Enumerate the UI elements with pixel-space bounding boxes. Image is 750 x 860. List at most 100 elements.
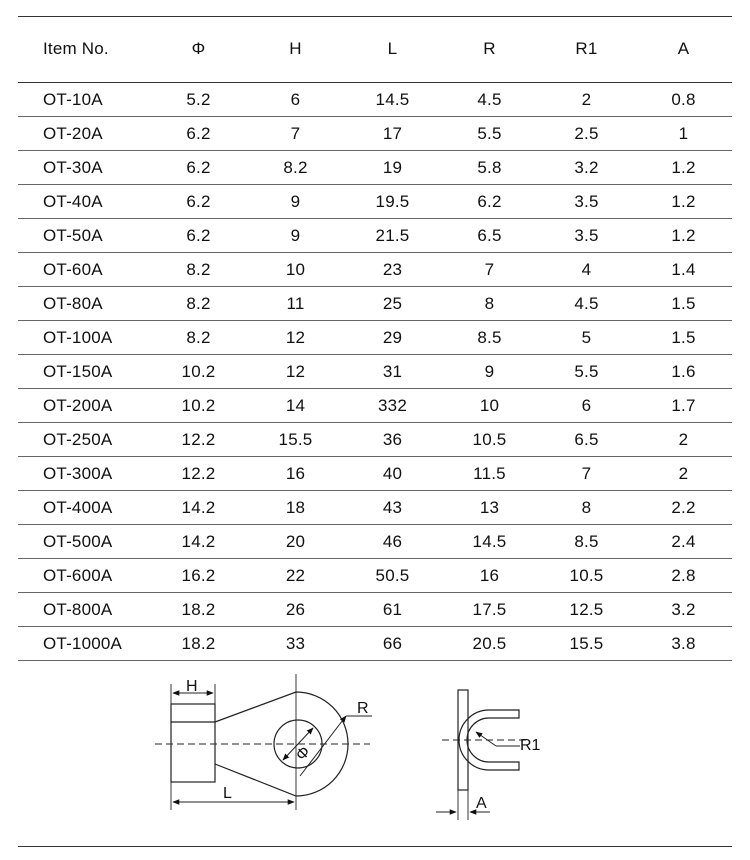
value-cell: 6 xyxy=(247,82,344,117)
value-cell: 15.5 xyxy=(538,626,635,661)
value-cell: 4.5 xyxy=(538,286,635,321)
value-cell: 8.2 xyxy=(150,286,247,321)
value-cell: 10 xyxy=(441,388,538,423)
value-cell: 13 xyxy=(441,490,538,525)
value-cell: 15.5 xyxy=(247,422,344,457)
value-cell: 1.4 xyxy=(635,252,732,287)
item-no-cell: OT-600A xyxy=(18,558,150,593)
label-l: L xyxy=(223,785,232,802)
value-cell: 25 xyxy=(344,286,441,321)
label-h: H xyxy=(186,678,198,695)
item-no-cell: OT-80A xyxy=(18,286,150,321)
value-cell: 9 xyxy=(247,218,344,253)
value-cell: 5.8 xyxy=(441,150,538,185)
value-cell: 3.5 xyxy=(538,184,635,219)
barrel-side-outline xyxy=(458,709,520,771)
ring-terminal-side-view xyxy=(436,689,530,820)
value-cell: 6.2 xyxy=(441,184,538,219)
value-cell: 33 xyxy=(247,626,344,661)
item-no-cell: OT-300A xyxy=(18,456,150,491)
value-cell: 8 xyxy=(441,286,538,321)
value-cell: 1.5 xyxy=(635,320,732,355)
value-cell: 61 xyxy=(344,592,441,627)
value-cell: 16 xyxy=(247,456,344,491)
item-no-cell: OT-60A xyxy=(18,252,150,287)
value-cell: 2 xyxy=(538,82,635,117)
value-cell: 6.2 xyxy=(150,184,247,219)
value-cell: 10.5 xyxy=(538,558,635,593)
value-cell: 6.5 xyxy=(538,422,635,457)
value-cell: 17 xyxy=(344,116,441,151)
value-cell: 6.2 xyxy=(150,116,247,151)
value-cell: 16 xyxy=(441,558,538,593)
column-header-phi: Φ xyxy=(191,39,206,58)
column-header-item-no: Item No. xyxy=(43,39,109,58)
value-cell: 11 xyxy=(247,286,344,321)
value-cell: 31 xyxy=(344,354,441,389)
item-no-cell: OT-800A xyxy=(18,592,150,627)
value-cell: 7 xyxy=(538,456,635,491)
value-cell: 16.2 xyxy=(150,558,247,593)
value-cell: 18 xyxy=(247,490,344,525)
value-cell: 1.7 xyxy=(635,388,732,423)
value-cell: 3.2 xyxy=(538,150,635,185)
column-header-a: A xyxy=(677,39,690,58)
value-cell: 8.2 xyxy=(247,150,344,185)
value-cell: 29 xyxy=(344,320,441,355)
item-no-cell: OT-250A xyxy=(18,422,150,457)
value-cell: 6.2 xyxy=(150,218,247,253)
value-cell: 5.2 xyxy=(150,82,247,117)
value-cell: 14.2 xyxy=(150,490,247,525)
value-cell: 10.2 xyxy=(150,354,247,389)
dimension-phi-arrow xyxy=(282,727,314,761)
dimension-r1-leader xyxy=(475,731,497,747)
value-cell: 12 xyxy=(247,354,344,389)
value-cell: 1.2 xyxy=(635,184,732,219)
value-cell: 26 xyxy=(247,592,344,627)
value-cell: 9 xyxy=(441,354,538,389)
value-cell: 4.5 xyxy=(441,82,538,117)
value-cell: 12.2 xyxy=(150,422,247,457)
dimension-r-leader xyxy=(299,715,347,777)
value-cell: 8 xyxy=(538,490,635,525)
value-cell: 19.5 xyxy=(344,184,441,219)
value-cell: 36 xyxy=(344,422,441,457)
value-cell: 18.2 xyxy=(150,626,247,661)
value-cell: 23 xyxy=(344,252,441,287)
column-header-l: L xyxy=(387,39,398,58)
value-cell: 9 xyxy=(247,184,344,219)
value-cell: 1.2 xyxy=(635,150,732,185)
value-cell: 43 xyxy=(344,490,441,525)
value-cell: 14.2 xyxy=(150,524,247,559)
value-cell: 66 xyxy=(344,626,441,661)
value-cell: 2 xyxy=(635,422,732,457)
value-cell: 7 xyxy=(247,116,344,151)
ring-terminal-top-view xyxy=(155,674,372,810)
value-cell: 11.5 xyxy=(441,456,538,491)
value-cell: 21.5 xyxy=(344,218,441,253)
value-cell: 0.8 xyxy=(635,82,732,117)
value-cell: 3.8 xyxy=(635,626,732,661)
value-cell: 5.5 xyxy=(441,116,538,151)
item-no-cell: OT-100A xyxy=(18,320,150,355)
value-cell: 12.5 xyxy=(538,592,635,627)
label-r: R xyxy=(357,700,369,717)
value-cell: 1.5 xyxy=(635,286,732,321)
column-header-r: R xyxy=(483,39,496,58)
item-no-cell: OT-200A xyxy=(18,388,150,423)
item-no-cell: OT-20A xyxy=(18,116,150,151)
value-cell: 3.2 xyxy=(635,592,732,627)
item-no-cell: OT-50A xyxy=(18,218,150,253)
